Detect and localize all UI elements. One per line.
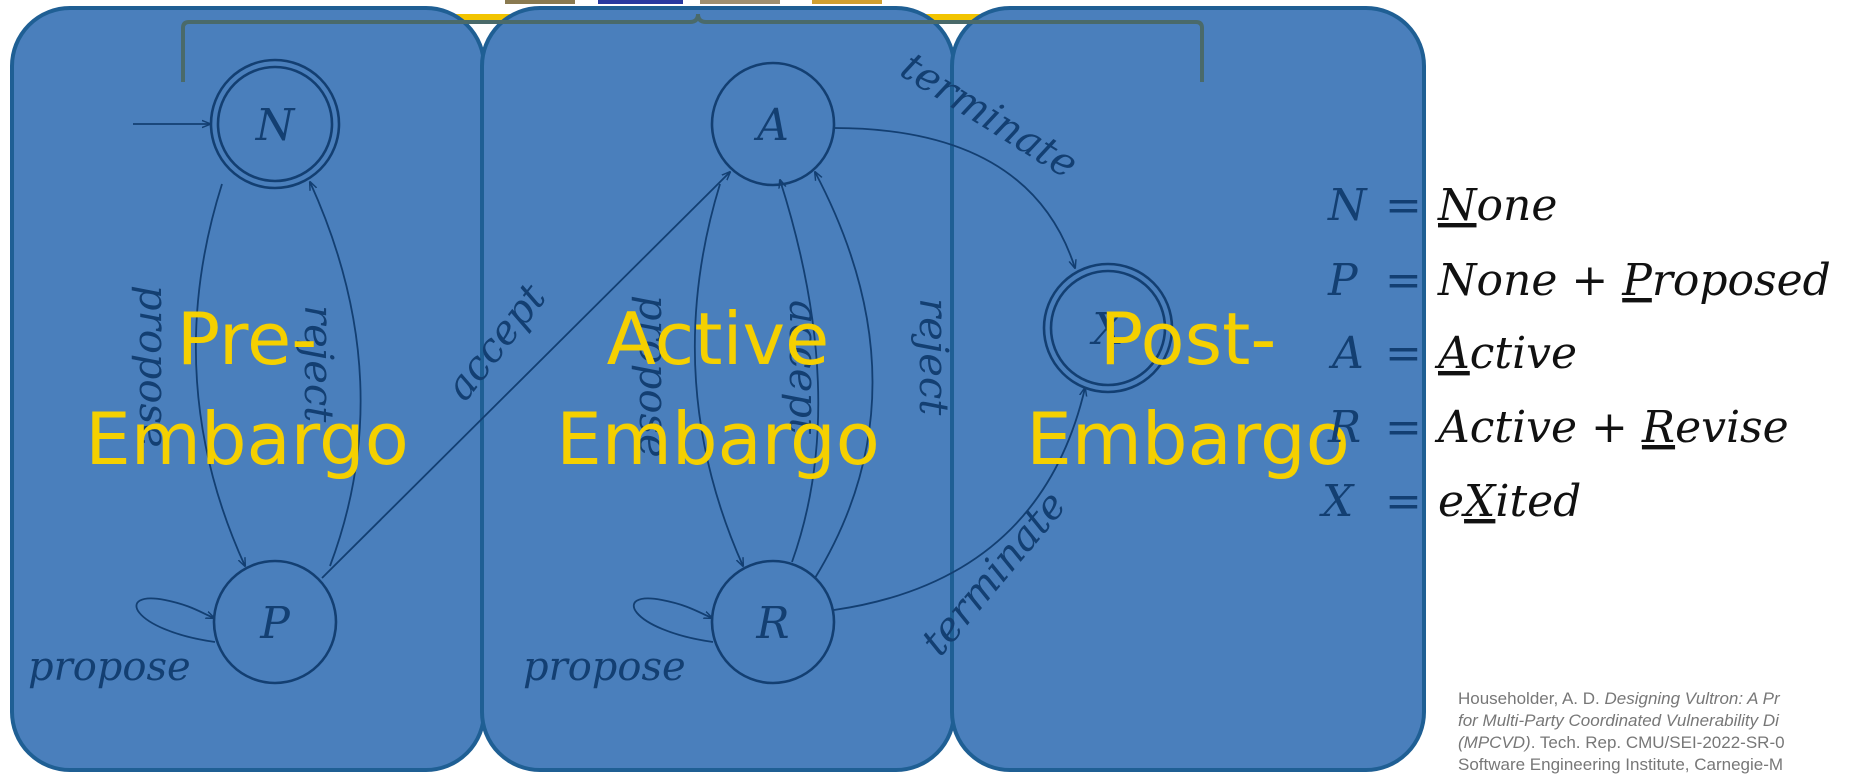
panel-post-embargo [950,6,1426,772]
state-label-a: A [753,100,789,151]
label-p-p-propose: propose [28,644,191,690]
legend-text-a: Active [1434,328,1577,379]
state-label-r: R [755,598,789,649]
panel-title-post-line1: Post- [1100,297,1277,381]
citation: Householder, A. D. Designing Vultron: A … [1458,688,1850,775]
top-bracket [181,13,1204,82]
legend-text-n: None [1437,180,1557,231]
edge-p-p-propose [135,597,215,643]
edge-p-a-accept [321,172,730,579]
label-r-r-propose: propose [523,644,686,690]
state-label-p: P [259,598,291,649]
transitions [133,124,1085,643]
state-n-inner [216,65,334,183]
label-r-a-accept: accept [780,300,826,435]
legend-symbol-x: X [1319,476,1355,527]
legend-equals: = [1385,402,1422,453]
state-a [710,61,836,187]
label-p-n-reject: reject [295,305,341,423]
legend-row-x: X = eXited [1319,476,1581,527]
state-label-n: N [255,100,296,151]
legend-text-p: None + Proposed [1437,255,1831,306]
state-label-x: X [1089,304,1125,355]
edge-a-r-propose [693,183,743,566]
legend-equals: = [1385,476,1422,527]
citation-line-2: for Multi-Party Coordinated Vulnerabilit… [1458,711,1779,730]
state-r [710,559,836,685]
citation-line-4: Software Engineering Institute, Carnegie… [1458,755,1784,774]
citation-line-3: (MPCVD). Tech. Rep. CMU/SEI-2022-SR-0 [1458,733,1785,752]
edge-r-r-propose [632,597,713,643]
legend-row-r: R = Active + Revise [1327,402,1789,453]
legend-equals: = [1385,180,1422,231]
thumbnail-1 [505,0,575,4]
thumbnail-4 [812,0,882,4]
edge-r-a-reject [815,172,874,579]
thumbnail-2 [598,0,683,4]
panel-title-post-line2: Embargo [1026,397,1350,481]
legend-symbol-n: N [1327,180,1368,231]
edge-a-x-terminate [833,127,1075,268]
states [209,58,1174,685]
legend-symbol-p: P [1327,255,1359,306]
edge-r-a-accept [780,180,820,563]
state-x-outer [1042,262,1174,394]
panel-title-pre-line1: Pre- [177,297,317,381]
state-legend: N = None P = None + Proposed A = Active … [1319,180,1831,527]
embargo-panels [10,6,1426,772]
legend-equals: = [1385,255,1422,306]
legend-text-x: eXited [1438,476,1581,527]
legend-row-p: P = None + Proposed [1327,255,1831,306]
legend-text-r: Active + Revise [1434,402,1789,453]
panel-title-active-line2: Embargo [556,397,880,481]
legend-symbol-a: A [1328,328,1364,379]
label-a-r-propose: propose [630,295,676,458]
panel-title-pre-line2: Embargo [85,397,409,481]
thumbnail-3 [700,0,780,4]
edge-p-n-reject [310,182,362,567]
panel-title-active-line1: Active [607,297,830,381]
edge-n-p-propose [194,183,245,566]
label-n-p-propose: propose [130,285,176,448]
legend-symbol-r: R [1327,402,1361,453]
state-x-inner [1049,269,1167,387]
edge-r-x-terminate [833,388,1085,611]
label-r-a-reject: reject [910,298,956,416]
state-n-outer [209,58,341,190]
citation-line-1: Householder, A. D. Designing Vultron: A … [1458,689,1780,708]
state-p [212,559,338,685]
legend-equals: = [1385,328,1422,379]
legend-row-n: N = None [1327,180,1557,231]
legend-row-a: A = Active [1328,328,1577,379]
